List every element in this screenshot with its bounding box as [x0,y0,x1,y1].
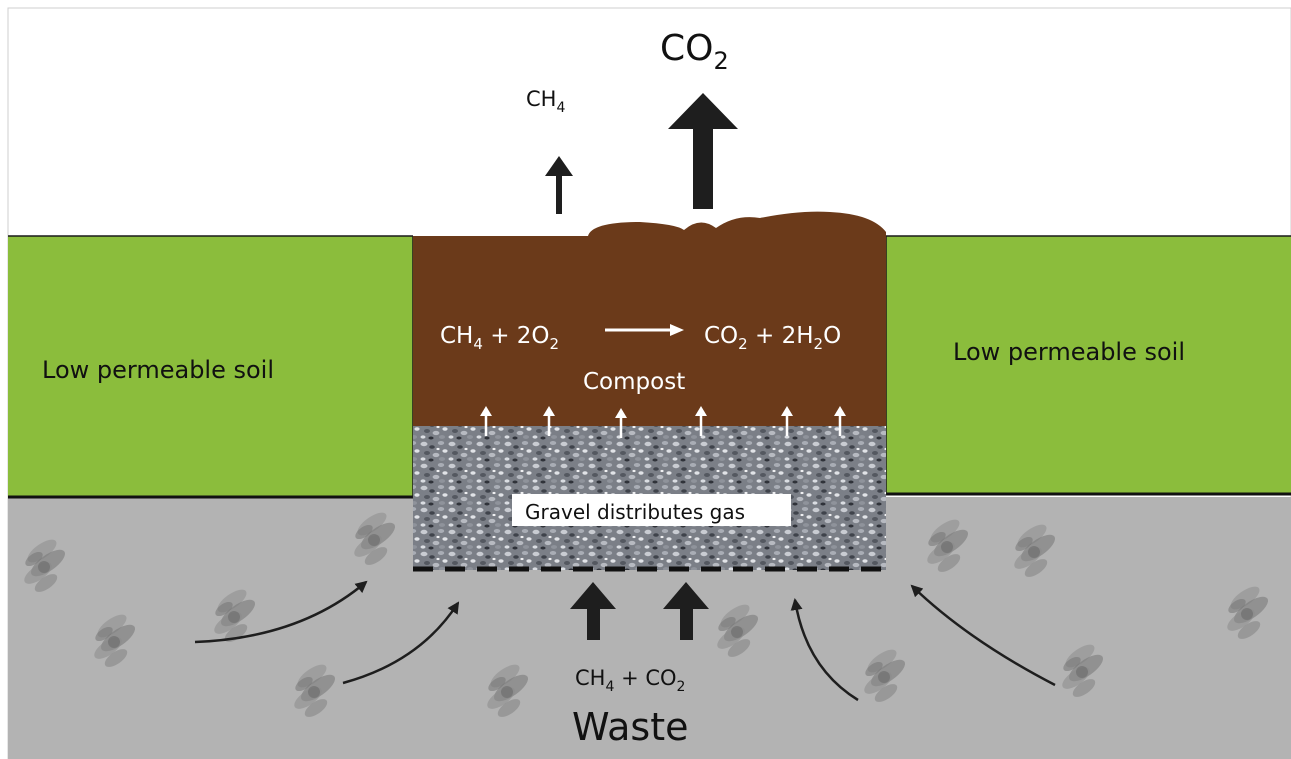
gravel-label-box [512,494,791,526]
co2-emission-arrow [668,93,738,209]
soil-left [8,236,413,498]
ch4-top-label: CH4 [526,87,565,116]
lateral-gas-flow-arrows [194,580,1056,702]
soil-right-label: Low permeable soil [953,338,1185,366]
reaction-products: CO2 + 2H2O [704,323,841,353]
bottom-gas-label: CH4 + CO2 [575,666,685,695]
gas-rise-arrows [480,406,846,438]
reaction-arrow [605,324,684,336]
reaction-reactants: CH4 + 2O2 [440,323,559,353]
waste-label: Waste [572,705,689,749]
gas-inflow-arrow-left [570,582,616,640]
ch4-emission-arrow [545,156,573,214]
compost-layer [413,211,886,426]
co2-top-label: CO2 [660,28,729,75]
gravel-label: Gravel distributes gas [525,500,745,524]
soil-left-label: Low permeable soil [42,356,274,384]
gas-inflow-arrow-right [663,582,709,640]
compost-label: Compost [583,369,685,395]
soil-right [886,236,1291,495]
